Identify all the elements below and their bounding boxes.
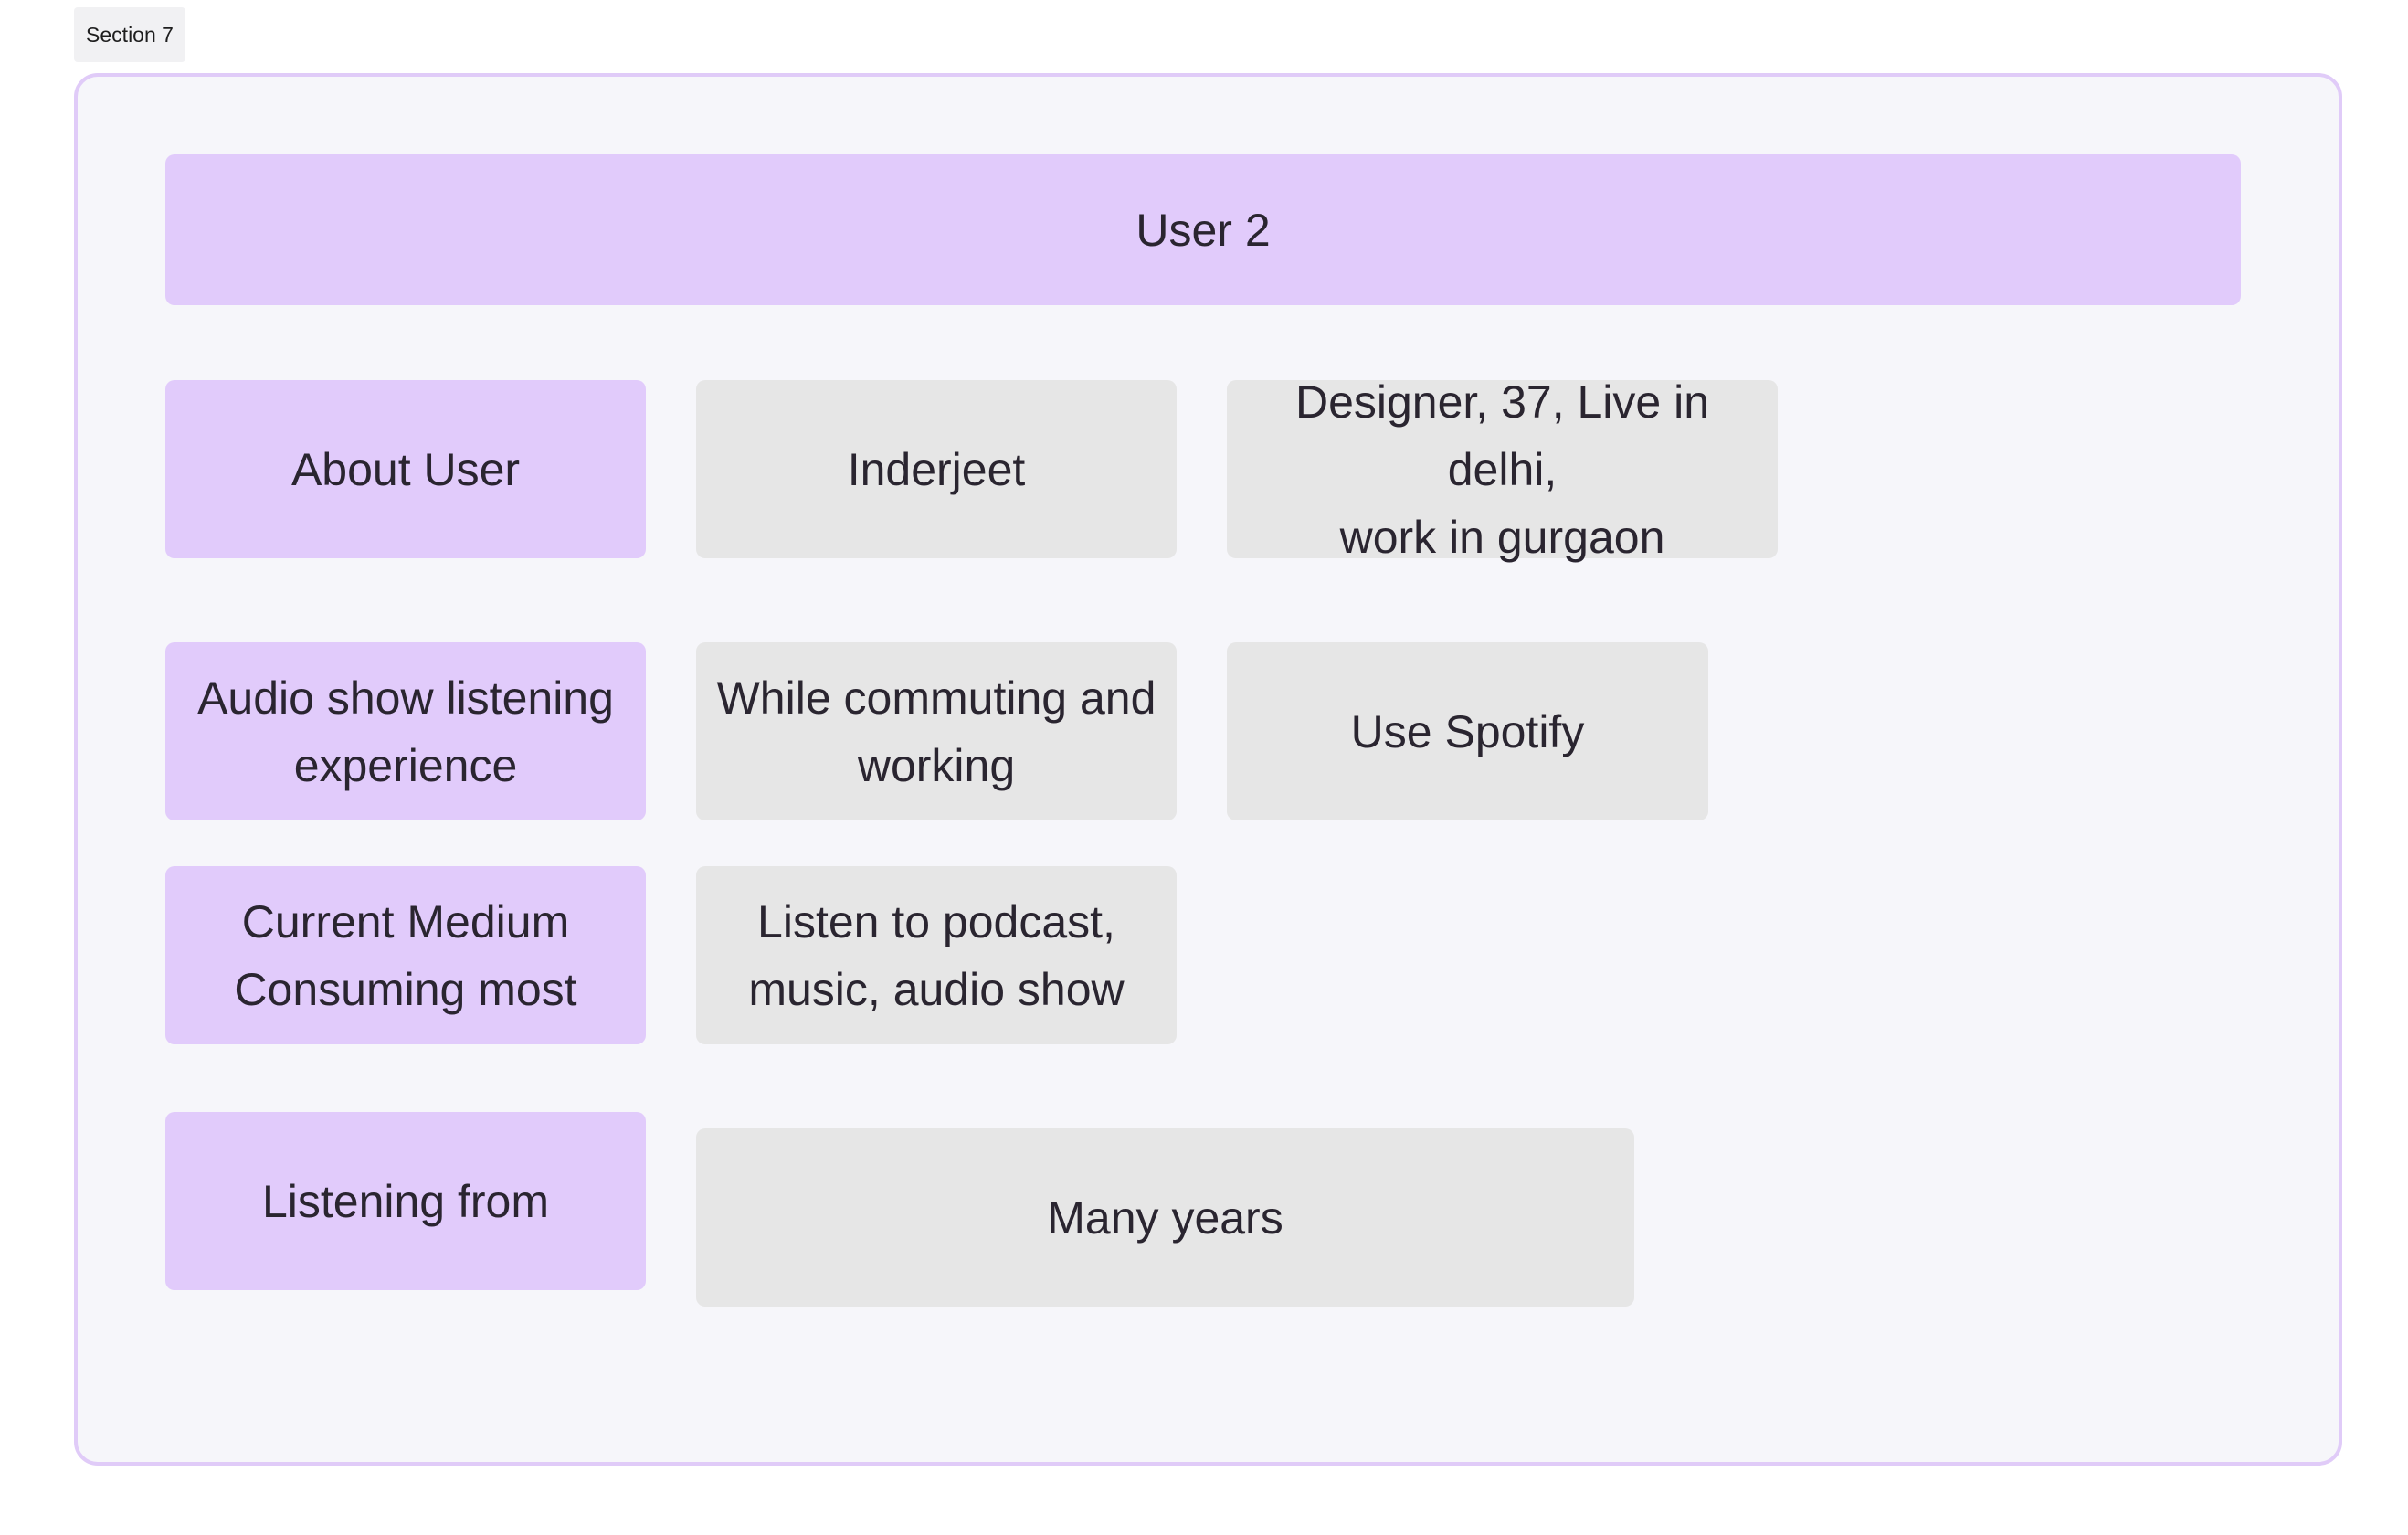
user-title: User 2: [1135, 204, 1271, 256]
current-medium-card[interactable]: Listen to podcast, music, audio show: [696, 866, 1177, 1044]
listening-duration-card[interactable]: Many years: [696, 1128, 1634, 1307]
current-medium: Listen to podcast, music, audio show: [748, 895, 1125, 1015]
about-user-label: About User: [290, 443, 521, 495]
about-user-label-card[interactable]: About User: [165, 380, 646, 558]
listening-experience-label-card[interactable]: Audio show listening experience: [165, 642, 646, 820]
user-profile-card[interactable]: Designer, 37, Live in delhi, work in gur…: [1227, 376, 1778, 563]
listening-app: Use Spotify: [1350, 705, 1585, 757]
user-profile: Designer, 37, Live in delhi, work in gur…: [1294, 376, 1710, 563]
user-name-card[interactable]: Inderjeet: [696, 380, 1177, 558]
listening-duration: Many years: [1047, 1191, 1283, 1244]
user-title-card[interactable]: User 2: [165, 154, 2241, 305]
listening-experience-label: Audio show listening experience: [197, 672, 614, 791]
listening-from-label-card[interactable]: Listening from: [165, 1112, 646, 1290]
user-name: Inderjeet: [847, 443, 1026, 495]
current-medium-label: Current Medium Consuming most: [234, 895, 577, 1015]
listening-context-card[interactable]: While commuting and working: [696, 642, 1177, 820]
current-medium-label-card[interactable]: Current Medium Consuming most: [165, 866, 646, 1044]
listening-context: While commuting and working: [716, 672, 1156, 791]
listening-app-card[interactable]: Use Spotify: [1227, 642, 1708, 820]
listening-from-label: Listening from: [261, 1175, 550, 1227]
section-label[interactable]: Section 7: [74, 7, 185, 62]
